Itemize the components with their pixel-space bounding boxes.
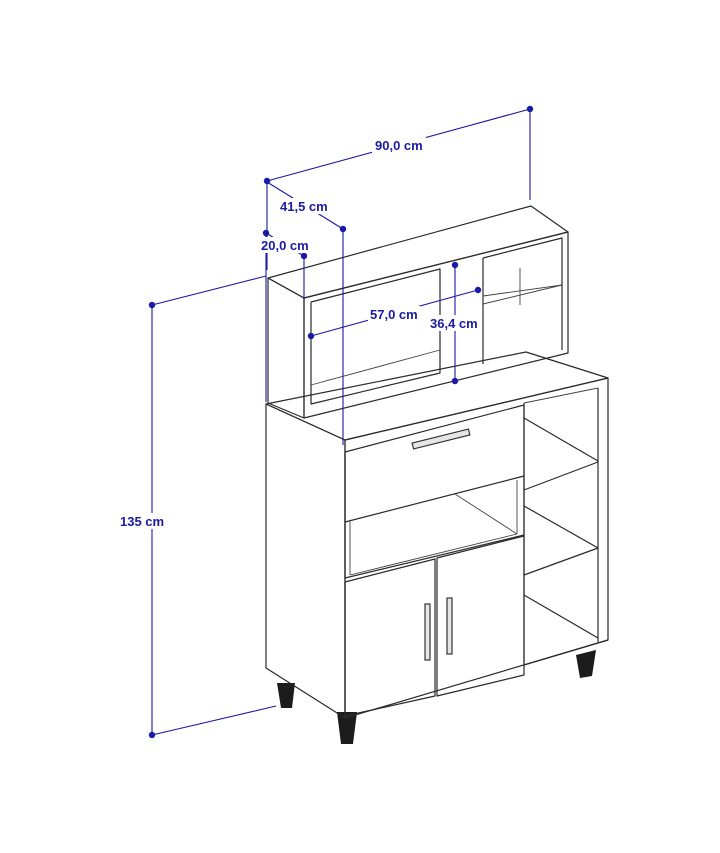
door-left-handle: [424, 603, 431, 661]
door-right: [436, 535, 525, 697]
dimension-lines: [148, 105, 534, 739]
label-inner-width: 57,0 cm: [370, 307, 418, 322]
leg-front-right: [576, 650, 596, 678]
label-top-depth: 20,0 cm: [261, 238, 309, 253]
label-total-height: 135 cm: [120, 514, 164, 529]
leg-front-left: [337, 712, 357, 744]
leg-back-left: [277, 683, 295, 708]
drawer-handle: [411, 428, 471, 450]
door-left: [344, 558, 436, 717]
cabinet-drawing: [265, 205, 609, 744]
label-depth: 41,5 cm: [280, 199, 328, 214]
label-inner-height: 36,4 cm: [430, 316, 478, 331]
hutch-front-frame: [303, 231, 569, 419]
lower-left-side: [265, 403, 346, 719]
label-total-width: 90,0 cm: [375, 138, 423, 153]
door-right-handle: [446, 597, 453, 655]
drawer-front: [344, 404, 525, 523]
hutch-top: [267, 205, 569, 299]
